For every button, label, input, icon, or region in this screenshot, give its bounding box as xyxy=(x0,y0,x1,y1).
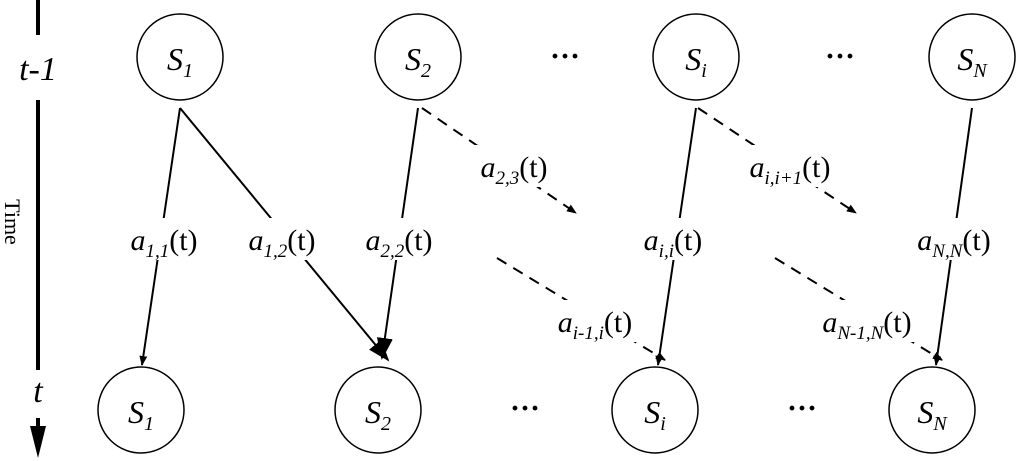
state-subscript: i xyxy=(660,413,666,435)
state-subscript: 1 xyxy=(144,413,154,435)
state-subscript: i xyxy=(701,60,707,82)
state-label: S xyxy=(365,394,381,430)
svg-text:a1,1(t): a1,1(t) xyxy=(130,224,197,262)
time-label-top-mask xyxy=(15,35,65,100)
bottom-ellipsis-1: ··· xyxy=(510,392,540,425)
label-aii: ai,i(t) xyxy=(633,218,713,262)
state-node-bottom-2: S2 xyxy=(334,366,422,454)
time-axis-title: Time xyxy=(0,199,25,245)
time-label-t-minus-1: t-1 xyxy=(19,51,57,88)
label-ai-i+1: ai,i+1(t) xyxy=(740,145,840,189)
svg-text:aN-1,N(t): aN-1,N(t) xyxy=(822,306,911,344)
svg-text:S1: S1 xyxy=(128,394,154,435)
state-subscript: N xyxy=(932,413,948,435)
svg-text:S1: S1 xyxy=(167,41,193,82)
state-label: S xyxy=(957,41,973,77)
state-node-top-2: S2 xyxy=(374,13,462,101)
label-a22: a2,2(t) xyxy=(355,218,443,262)
state-subscript: 2 xyxy=(421,60,431,82)
svg-text:S2: S2 xyxy=(365,394,391,435)
svg-text:S2: S2 xyxy=(405,41,431,82)
state-label: S xyxy=(917,394,933,430)
transition-labels: a1,1(t) a1,2(t) a2,2(t) a2,3(t) ai,i(t) xyxy=(120,145,1000,344)
time-label-t: t xyxy=(33,373,44,410)
svg-text:ai,i+1(t): ai,i+1(t) xyxy=(750,151,831,189)
top-row-states: S1 S2 Si SN ··· ··· xyxy=(136,13,1016,101)
state-label: S xyxy=(644,394,660,430)
svg-text:ai,i(t): ai,i(t) xyxy=(644,224,703,262)
state-subscript: 1 xyxy=(183,60,193,82)
time-axis-arrow xyxy=(30,426,46,458)
state-subscript: N xyxy=(972,60,988,82)
state-node-top-i: Si xyxy=(652,13,740,101)
arrow-a23 xyxy=(421,107,577,214)
label-a11: a1,1(t) xyxy=(120,218,208,262)
label-aN-1-N: aN-1,N(t) xyxy=(812,300,922,344)
svg-text:ai-1,i(t): ai-1,i(t) xyxy=(558,306,632,344)
svg-text:Si: Si xyxy=(685,41,707,82)
state-subscript: 2 xyxy=(381,413,391,435)
state-label: S xyxy=(685,41,701,77)
state-label: S xyxy=(167,41,183,77)
svg-text:aN,N(t): aN,N(t) xyxy=(917,224,990,262)
bottom-ellipsis-2: ··· xyxy=(787,392,817,425)
label-a23: a2,3(t) xyxy=(470,145,558,189)
svg-text:a1,2(t): a1,2(t) xyxy=(248,224,315,262)
state-node-bottom-i: Si xyxy=(611,366,699,454)
time-axis: t-1 t Time xyxy=(0,0,65,458)
time-label-bottom-mask xyxy=(20,370,56,418)
arrow-ai-i+1 xyxy=(697,107,857,214)
label-ai-1-i: ai-1,i(t) xyxy=(545,300,645,344)
label-aNN: aN,N(t) xyxy=(908,218,1000,262)
top-ellipsis-2: ··· xyxy=(825,40,855,73)
state-node-top-n: SN xyxy=(928,13,1016,101)
svg-text:SN: SN xyxy=(917,394,948,435)
label-a12: a1,2(t) xyxy=(238,218,326,262)
svg-text:a2,2(t): a2,2(t) xyxy=(365,224,432,262)
state-label: S xyxy=(405,41,421,77)
state-node-bottom-1: S1 xyxy=(97,366,185,454)
state-label: S xyxy=(128,394,144,430)
state-node-bottom-n: SN xyxy=(888,366,976,454)
svg-text:Si: Si xyxy=(644,394,666,435)
bottom-row-states: S1 S2 Si SN ··· ··· xyxy=(97,366,976,454)
svg-text:SN: SN xyxy=(957,41,988,82)
top-ellipsis-1: ··· xyxy=(550,40,580,73)
svg-text:a2,3(t): a2,3(t) xyxy=(480,151,547,189)
state-node-top-1: S1 xyxy=(136,13,224,101)
